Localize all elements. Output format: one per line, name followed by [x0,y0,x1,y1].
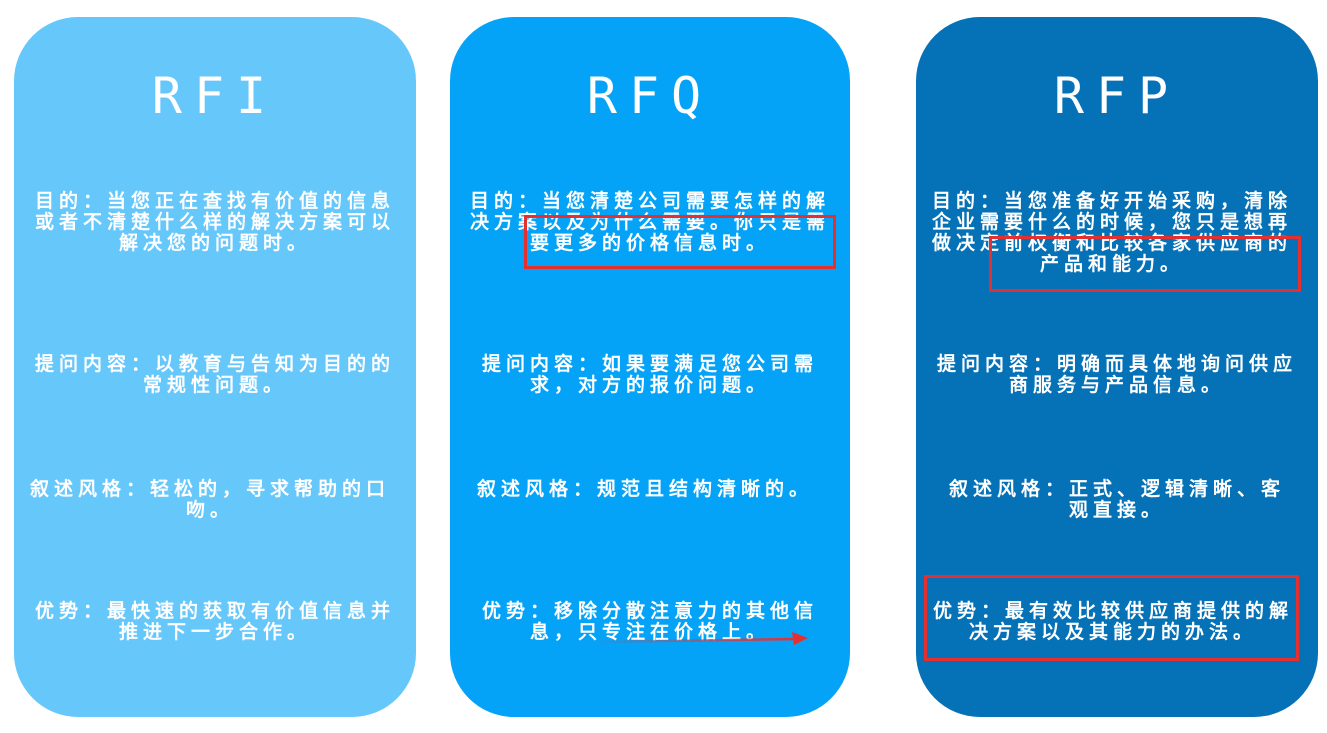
section-text: 轻松的，寻求帮助的口吻。 [150,478,391,521]
section-advantage: 优势：最有效比较供应商提供的解决方案以及其能力的办法。 [928,580,1298,643]
section-question-content: 提问内容：以教育与告知为目的的常规性问题。 [32,333,398,396]
section-label: 叙述风格： [476,478,597,500]
highlight-box-rfq-price [524,215,836,269]
section-style: 叙述风格：正式、逻辑清晰、客观直接。 [946,458,1288,521]
section-text: 当您准备好开始采购，清除企业需要什么的时候，您只是想再做决定前权衡和比较各家供应… [931,190,1293,275]
card-title: RFP [1053,67,1181,125]
section-advantage: 优势：最快速的获取有价值信息并推进下一步合作。 [34,580,396,643]
section-label: 叙述风格： [29,478,150,500]
section-label: 提问内容： [481,353,602,375]
card-rfi: RFI 目的：当您正在查找有价值的信息或者不清楚什么样的解决方案可以解决您的问题… [14,17,416,717]
section-style: 叙述风格：规范且结构清晰的。 [462,458,828,500]
section-style: 叙述风格：轻松的，寻求帮助的口吻。 [28,458,392,521]
section-text: 明确而具体地询问供应商服务与产品信息。 [1008,353,1298,396]
section-label: 叙述风格： [948,478,1069,500]
section-label: 优势： [481,600,554,622]
section-label: 提问内容： [34,353,155,375]
section-text: 当您正在查找有价值的信息或者不清楚什么样的解决方案可以解决您的问题时。 [34,190,396,254]
section-text: 最有效比较供应商提供的解决方案以及其能力的办法。 [968,600,1294,643]
section-text: 移除分散注意力的其他信息，只专注在价格上。 [529,600,819,643]
section-label: 优势： [932,600,1005,622]
section-question-content: 提问内容：如果要满足您公司需求，对方的报价问题。 [468,333,832,396]
section-question-content: 提问内容：明确而具体地询问供应商服务与产品信息。 [932,333,1302,396]
section-label: 目的： [469,190,542,212]
section-purpose: 目的：当您正在查找有价值的信息或者不清楚什么样的解决方案可以解决您的问题时。 [34,170,396,254]
card-rfq: RFQ 目的：当您清楚公司需要怎样的解决方案以及为什么需要。你只是需要更多的价格… [450,17,850,717]
highlight-box-rfp-advantage [924,575,1299,661]
section-label: 提问内容： [936,353,1057,375]
section-text: 如果要满足您公司需求，对方的报价问题。 [529,353,819,396]
section-text: 以教育与告知为目的的常规性问题。 [142,353,396,396]
highlight-box-rfp-compare [989,236,1301,292]
section-label: 目的： [34,190,107,212]
section-purpose: 目的：当您准备好开始采购，清除企业需要什么的时候，您只是想再做决定前权衡和比较各… [926,170,1298,275]
section-label: 目的： [931,190,1004,212]
section-text: 最快速的获取有价值信息并推进下一步合作。 [107,600,396,643]
section-text: 规范且结构清晰的。 [597,478,814,500]
card-rfp: RFP 目的：当您准备好开始采购，清除企业需要什么的时候，您只是想再做决定前权衡… [916,17,1318,717]
section-label: 优势： [34,600,107,622]
highlight-arrow [597,632,808,645]
section-advantage: 优势：移除分散注意力的其他信息，只专注在价格上。 [468,580,832,643]
card-title: RFQ [586,67,714,125]
card-title: RFI [151,67,279,125]
section-text: 正式、逻辑清晰、客观直接。 [1068,478,1286,521]
